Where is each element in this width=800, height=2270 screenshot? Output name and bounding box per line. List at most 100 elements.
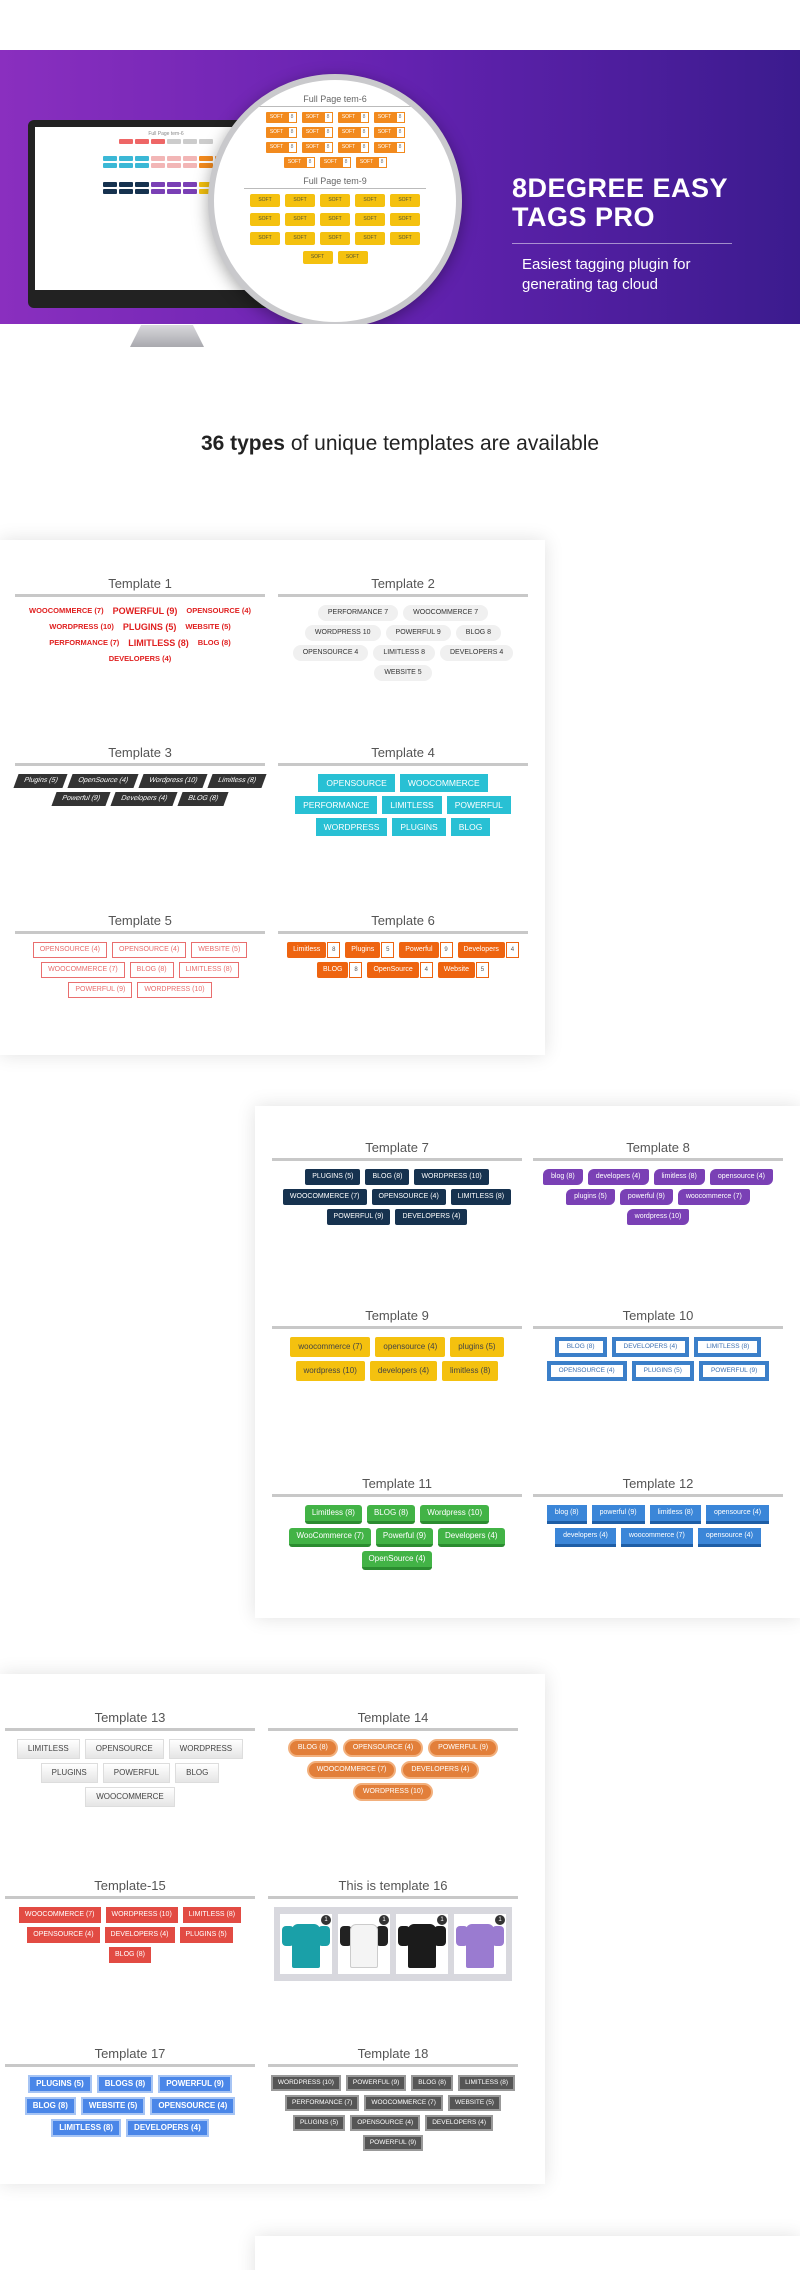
- product-shirt[interactable]: 1: [396, 1914, 448, 1974]
- tag-link[interactable]: DEVELOPERS 4: [439, 645, 514, 661]
- tag-link[interactable]: OpenSource (4): [361, 1551, 433, 1570]
- tag-link[interactable]: limitless (8): [653, 1169, 705, 1185]
- tag-link[interactable]: LIMITLESS (8): [51, 2119, 122, 2137]
- tag-link[interactable]: woocommerce (7): [677, 1189, 750, 1205]
- tag-link[interactable]: PERFORMANCE (7): [285, 2095, 360, 2111]
- tag-link[interactable]: BLOGS (8): [96, 2075, 154, 2093]
- tag-link[interactable]: WOOCOMMERCE (7): [41, 962, 125, 978]
- tag-link[interactable]: LIMITLESS 8: [373, 645, 435, 661]
- tag-link[interactable]: Limitless (8): [304, 1505, 362, 1524]
- tag-link[interactable]: POWERFUL: [446, 796, 511, 814]
- tag-link[interactable]: PERFORMANCE (7): [49, 638, 120, 647]
- tag-link[interactable]: WEBSITE (5): [80, 2097, 146, 2115]
- tag-link[interactable]: DEVELOPERS (4): [611, 1337, 690, 1357]
- tag-link[interactable]: WORDPRESS: [315, 818, 388, 836]
- tag-link[interactable]: powerful (9): [591, 1505, 645, 1524]
- tag-link[interactable]: LIMITLESS: [16, 1739, 80, 1759]
- tag-link[interactable]: PLUGINS (5): [122, 622, 177, 632]
- tag-link[interactable]: Plugins (5): [13, 774, 68, 788]
- tag-link[interactable]: OPENSOURCE (4): [111, 942, 187, 958]
- tag-link[interactable]: BLOG (8): [109, 1947, 151, 1963]
- tag-link[interactable]: POWERFUL (9): [112, 606, 178, 616]
- tag-link[interactable]: WOOCOMMERCE 7: [403, 605, 489, 621]
- tag-link[interactable]: POWERFUL (9): [158, 2075, 232, 2093]
- tag-link[interactable]: POWERFUL (9): [345, 2075, 407, 2091]
- tag-link[interactable]: WEBSITE (5): [447, 2095, 501, 2111]
- tag-link[interactable]: developers (4): [369, 1361, 438, 1381]
- tag-link[interactable]: opensource (4): [706, 1505, 770, 1524]
- tag-link[interactable]: limitless (8): [442, 1361, 499, 1381]
- tag-link[interactable]: LIMITLESS (8): [182, 1907, 242, 1923]
- product-shirt[interactable]: 1: [454, 1914, 506, 1974]
- tag-link[interactable]: Wordpress (10): [420, 1505, 490, 1524]
- tag-link[interactable]: BLOG (8): [177, 792, 229, 806]
- tag-link[interactable]: Powerful (9): [51, 792, 111, 806]
- tag-link[interactable]: PLUGINS: [392, 818, 446, 836]
- tag-link[interactable]: OPENSOURCE: [318, 774, 395, 792]
- tag-link[interactable]: BLOG (8): [24, 2097, 76, 2115]
- tag-link[interactable]: POWERFUL (9): [362, 2135, 424, 2151]
- tag-link[interactable]: PLUGINS (5): [292, 2115, 346, 2131]
- tag-link[interactable]: opensource (4): [697, 1528, 761, 1547]
- tag-link[interactable]: OPENSOURCE (4): [342, 1739, 424, 1757]
- tag-link[interactable]: OPENSOURCE (4): [371, 1189, 446, 1205]
- product-shirt[interactable]: 1: [280, 1914, 332, 1974]
- tag-link[interactable]: DEVELOPERS (4): [104, 1927, 175, 1943]
- tag-link[interactable]: wordpress (10): [295, 1361, 365, 1381]
- tag-link[interactable]: LIMITLESS (8): [694, 1337, 762, 1357]
- tag-link[interactable]: OPENSOURCE (4): [546, 1361, 627, 1381]
- tag-link[interactable]: plugins (5): [566, 1189, 615, 1205]
- tag-link[interactable]: OPENSOURCE: [84, 1739, 164, 1759]
- tag-link[interactable]: BLOG (8): [554, 1337, 607, 1357]
- tag-link[interactable]: WOOCOMMERCE: [85, 1787, 175, 1807]
- tag-link[interactable]: OPENSOURCE (4): [27, 1927, 100, 1943]
- tag-link[interactable]: BLOG: [175, 1763, 220, 1783]
- tag-link[interactable]: WORDPRESS (10): [352, 1783, 434, 1801]
- tag-link[interactable]: developers (4): [587, 1169, 649, 1185]
- tag-link[interactable]: WOOCOMMERCE (7): [28, 606, 104, 615]
- tag-link[interactable]: Developers (4): [438, 1528, 505, 1547]
- tag-link[interactable]: PERFORMANCE 7: [317, 605, 399, 621]
- tag-link[interactable]: WORDPRESS (10): [414, 1169, 489, 1185]
- tag-link[interactable]: Powerful (9): [375, 1528, 434, 1547]
- tag-link[interactable]: opensource (4): [375, 1337, 446, 1357]
- product-shirt[interactable]: 1: [338, 1914, 390, 1974]
- tag-link[interactable]: OPENSOURCE (4): [186, 606, 252, 615]
- tag-link[interactable]: blog (8): [546, 1505, 587, 1524]
- tag-link[interactable]: LIMITLESS (8): [450, 1189, 512, 1205]
- tag-link[interactable]: BLOG (8): [287, 1739, 338, 1757]
- tag-link[interactable]: DEVELOPERS (4): [126, 2119, 209, 2137]
- tag-link[interactable]: PLUGINS (5): [305, 1169, 361, 1185]
- tag-link[interactable]: WORDPRESS (10): [137, 982, 212, 998]
- tag-link[interactable]: BLOG (8): [365, 1169, 410, 1185]
- tag-link[interactable]: OPENSOURCE (4): [350, 2115, 421, 2131]
- tag-link[interactable]: LIMITLESS (8): [178, 962, 239, 978]
- tag-link[interactable]: LIMITLESS (8): [128, 638, 189, 648]
- tag-link[interactable]: POWERFUL (9): [326, 1209, 391, 1225]
- tag-link[interactable]: DEVELOPERS (4): [401, 1761, 480, 1779]
- tag-link[interactable]: POWERFUL (9): [428, 1739, 499, 1757]
- tag-link[interactable]: WOOCOMMERCE (7): [364, 2095, 443, 2111]
- tag-link[interactable]: Limitless (8): [207, 774, 267, 788]
- tag-link[interactable]: Wordpress (10): [138, 774, 208, 788]
- tag-link[interactable]: PLUGINS (5): [179, 1927, 233, 1943]
- tag-link[interactable]: PLUGINS (5): [631, 1361, 694, 1381]
- tag-link[interactable]: BLOG: [450, 818, 491, 836]
- tag-link[interactable]: PLUGINS: [40, 1763, 98, 1783]
- tag-link[interactable]: woocommerce (7): [620, 1528, 693, 1547]
- tag-link[interactable]: POWERFUL: [102, 1763, 171, 1783]
- tag-link[interactable]: BLOG (8): [197, 638, 231, 647]
- tag-link[interactable]: BLOG (8): [129, 962, 174, 978]
- tag-link[interactable]: WEBSITE (5): [185, 622, 231, 631]
- tag-link[interactable]: WORDPRESS: [168, 1739, 244, 1759]
- tag-link[interactable]: WEBSITE (5): [191, 942, 248, 958]
- tag-link[interactable]: PERFORMANCE: [295, 796, 378, 814]
- tag-link[interactable]: opensource (4): [709, 1169, 773, 1185]
- tag-link[interactable]: DEVELOPERS (4): [425, 2115, 494, 2131]
- tag-link[interactable]: WORDPRESS (10): [105, 1907, 178, 1923]
